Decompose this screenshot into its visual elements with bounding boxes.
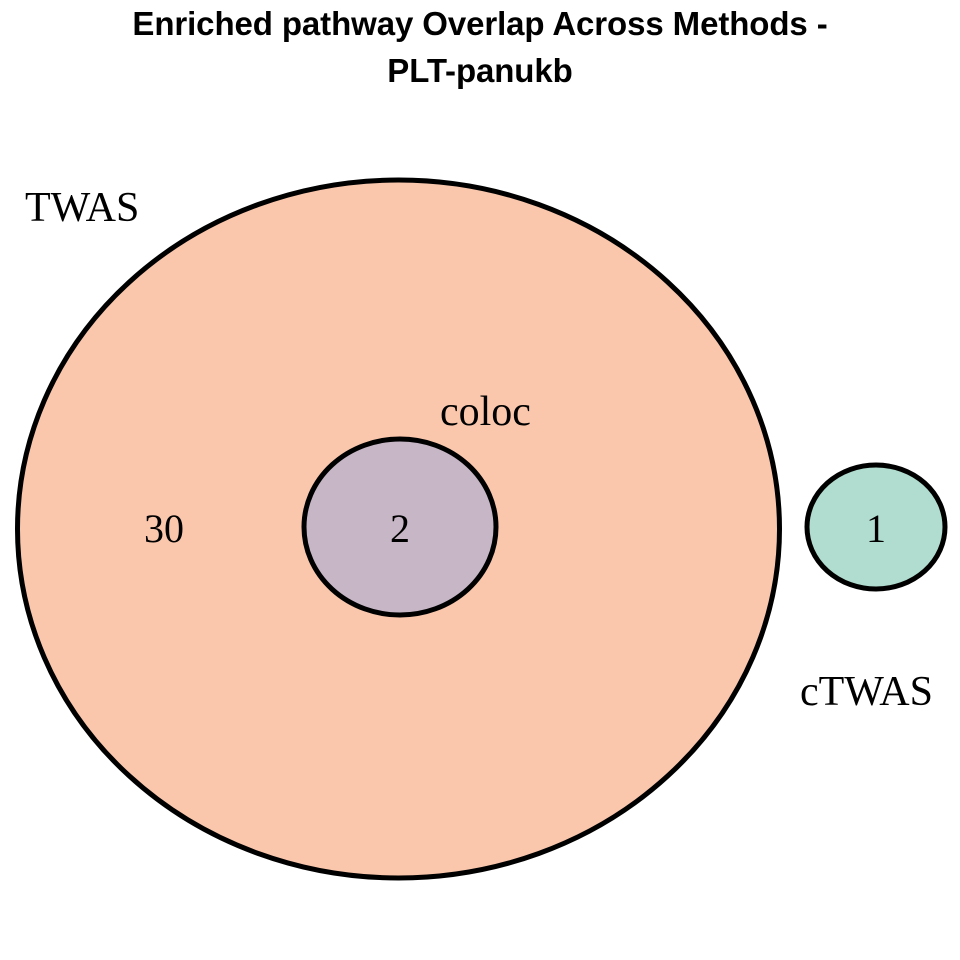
chart-title-line-2: PLT-panukb	[387, 52, 573, 89]
set-label-ctwas: cTWAS	[800, 669, 933, 715]
count-twas-coloc-intersection: 2	[390, 506, 410, 551]
set-label-coloc: coloc	[440, 389, 531, 435]
chart-title: Enriched pathway Overlap Across Methods …	[0, 0, 960, 94]
set-label-twas: TWAS	[25, 185, 140, 231]
count-ctwas-only: 1	[866, 506, 886, 551]
ctwas-set-ellipse[interactable]	[804, 462, 948, 592]
count-twas-only: 30	[144, 506, 184, 551]
coloc-set-ellipse[interactable]	[301, 436, 499, 618]
chart-title-line-1: Enriched pathway Overlap Across Methods …	[132, 5, 828, 42]
